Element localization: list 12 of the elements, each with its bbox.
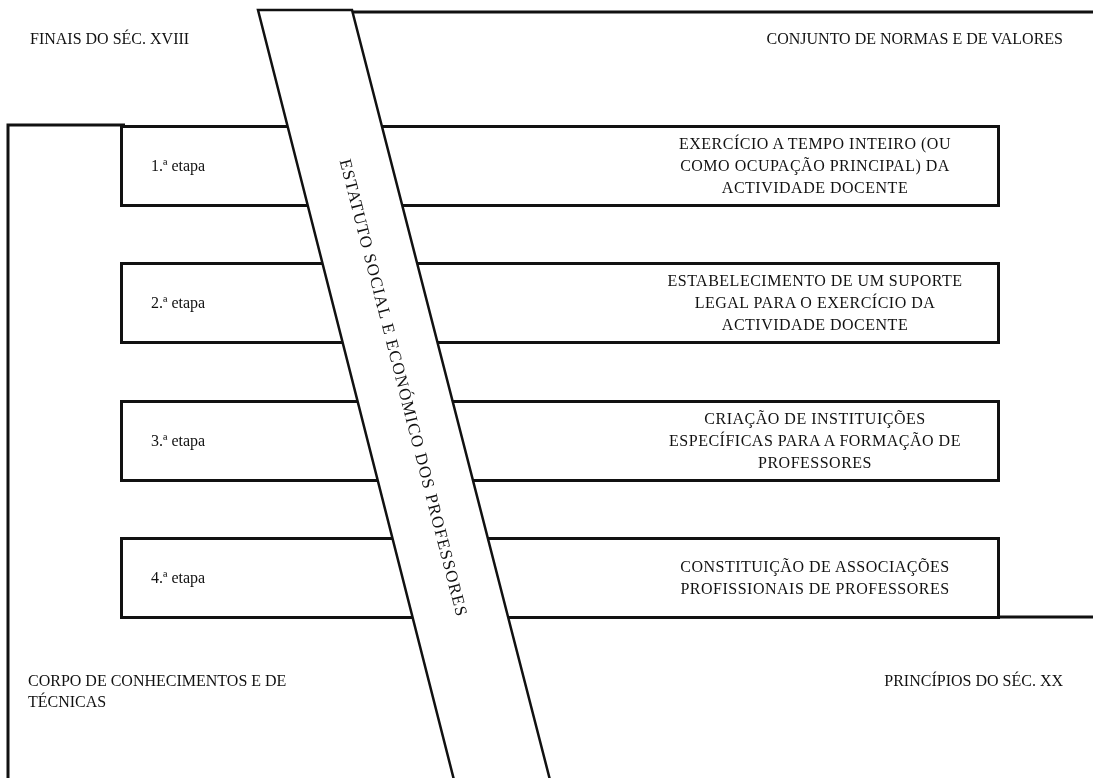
stage-label: 4.ª etapa xyxy=(151,569,206,587)
corner-note: CONJUNTO DE NORMAS E DE VALORES xyxy=(765,29,1063,49)
corner-note: FINAIS DO SÉC. XVIII xyxy=(30,28,191,49)
stage-description: ESTABELECIMENTO DE UM SUPORTE LEGAL PARA O EXERCÍCIO DA ACTIVIDADE DOCENTE xyxy=(666,271,964,335)
stage-label: 1.ª etapa xyxy=(151,157,206,175)
corner-note: PRINCÍPIOS DO SÉC. XX xyxy=(883,670,1063,691)
stage-label: 2.ª etapa xyxy=(151,294,206,312)
stage-description: CONSTITUIÇÃO DE ASSOCIAÇÕES PROFISSIONAIS DE PROFESSORES xyxy=(679,557,951,599)
corner-note: CORPO DE CONHECIMENTOS E DE TÉCNICAS xyxy=(28,671,288,712)
stage-description: CRIAÇÃO DE INSTITUIÇÕES ESPECÍFICAS PARA A FORMAÇÃO DE PROFESSORES xyxy=(668,409,962,473)
stage-label: 3.ª etapa xyxy=(151,432,206,450)
stage-description: EXERCÍCIO A TEMPO INTEIRO (OU COMO OCUPAÇÃO PRINCIPAL) DA ACTIVIDADE DOCENTE xyxy=(678,133,952,198)
